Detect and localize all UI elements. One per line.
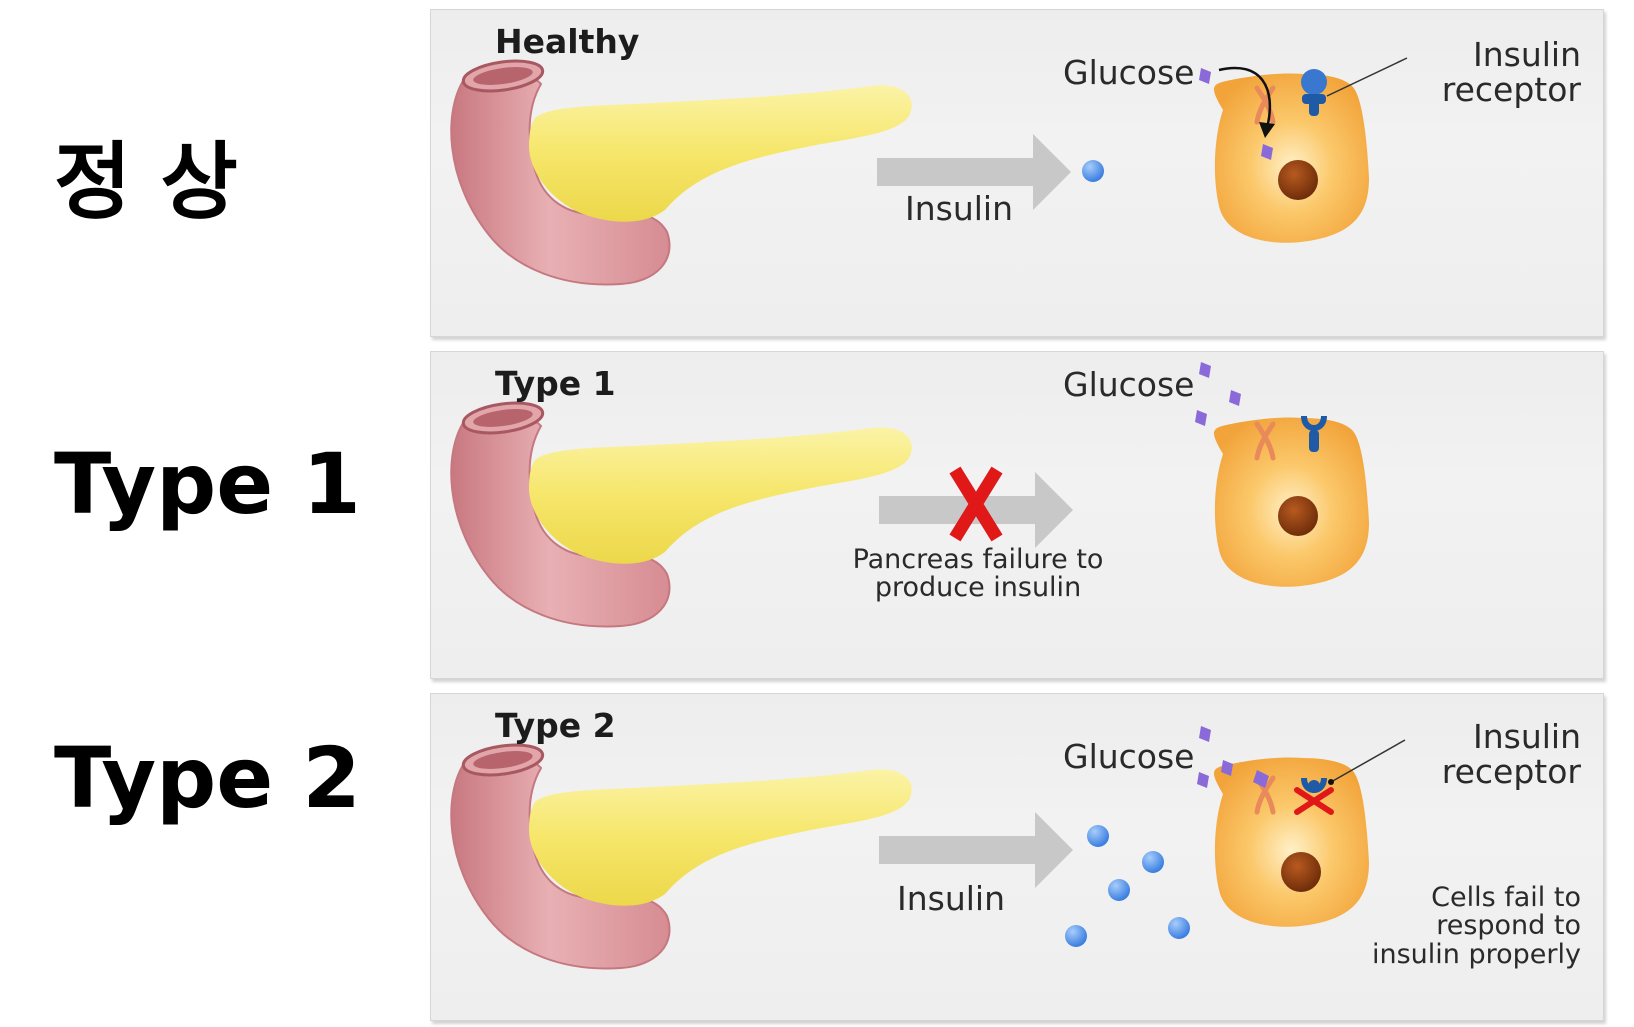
glucose-molecule: [1195, 410, 1207, 426]
cell: [1213, 757, 1369, 927]
glucose-label: Glucose: [1063, 737, 1195, 776]
panel-type2: Type 2 Insulin Glucose Insulin receptor …: [430, 693, 1604, 1021]
insulin-label: Insulin: [897, 879, 1006, 918]
panel-title: Type 1: [495, 364, 616, 403]
insulin-molecule: [1168, 917, 1190, 939]
note-line1: Cells fail to: [1431, 882, 1581, 913]
insulin-molecule: [1082, 160, 1104, 182]
receptor-label-line1: Insulin: [1472, 35, 1581, 74]
panel-type1: Type 1 Pancreas failure to produce insul…: [430, 351, 1604, 679]
panel-healthy: Healthy Insulin Glucose Insulin receptor: [430, 9, 1604, 337]
nucleus: [1281, 852, 1321, 892]
row-label-type2: Type 2: [54, 729, 361, 827]
insulin-label: Insulin: [905, 189, 1014, 228]
receptor-pointer-line: [1326, 57, 1408, 97]
insulin-receptor: [1301, 69, 1327, 116]
pancreas-failure-label: Pancreas failure to produce insulin: [843, 544, 1113, 604]
glucose-label: Glucose: [1063, 53, 1195, 92]
glucose-molecule: [1199, 362, 1211, 378]
panel-title: Healthy: [495, 22, 640, 61]
insulin-molecule: [1087, 825, 1109, 847]
glucose-molecule: [1197, 772, 1209, 788]
note-line2: respond to: [1436, 910, 1581, 942]
glucose-molecule: [1199, 68, 1211, 84]
glucose-molecule: [1261, 144, 1273, 160]
glucose-channel: [1254, 85, 1276, 125]
failure-cross-icon: [949, 466, 1003, 542]
insulin-receptor-bound: [1301, 778, 1327, 793]
insulin-receptor-label: Insulin receptor: [1441, 35, 1581, 109]
nucleus: [1278, 496, 1318, 536]
receptor-label-line1: Insulin: [1472, 717, 1581, 756]
resistance-cross-icon: [1294, 787, 1334, 815]
failure-label-line1: Pancreas failure to: [852, 544, 1104, 575]
pancreas-illustration: [450, 401, 912, 628]
insulin-receptor-label: Insulin receptor: [1441, 717, 1581, 791]
receptor-label-line2: receptor: [1441, 751, 1581, 791]
glucose-molecule: [1221, 760, 1233, 776]
failure-label-line2: produce insulin: [874, 572, 1082, 604]
receptor-pointer-line: [1330, 739, 1406, 783]
glucose-label: Glucose: [1063, 365, 1195, 404]
note-line3: insulin properly: [1372, 938, 1581, 970]
row-label-type1: Type 1: [54, 435, 361, 533]
glucose-molecule: [1229, 390, 1241, 406]
row-label-normal: 정 상: [54, 133, 238, 231]
insulin-arrow: [877, 134, 1071, 210]
nucleus: [1278, 160, 1318, 200]
insulin-molecule: [1142, 851, 1164, 873]
glucose-channel: [1254, 421, 1276, 461]
glucose-uptake-arrow: [1218, 66, 1272, 129]
glucose-molecule: [1253, 770, 1269, 788]
receptor-label-line2: receptor: [1441, 69, 1581, 109]
insulin-molecule: [1065, 925, 1087, 947]
panel-title: Type 2: [495, 706, 616, 745]
cell: [1213, 73, 1369, 243]
insulin-molecule: [1108, 879, 1130, 901]
insulin-arrow: [879, 812, 1073, 888]
cells-fail-note: Cells fail to respond to insulin properl…: [1372, 882, 1581, 970]
glucose-molecule: [1199, 726, 1211, 742]
pancreas-illustration: [450, 743, 912, 970]
pancreas-illustration: [450, 59, 912, 286]
insulin-receptor-empty: [1301, 416, 1327, 452]
